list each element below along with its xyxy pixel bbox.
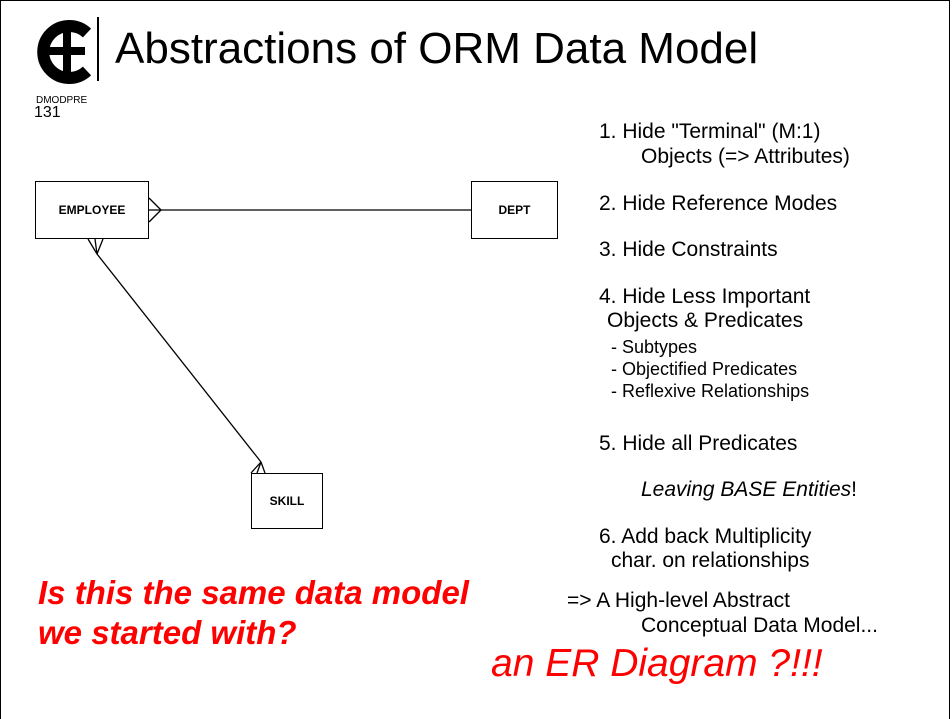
question-line-2: we started with?: [38, 614, 297, 651]
er-diagram-callout: an ER Diagram ?!!!: [491, 642, 823, 685]
crows-foot-employee-dept: [148, 197, 162, 223]
title-divider: [97, 17, 99, 81]
step-6-line-1: 6. Add back Multiplicity: [599, 525, 812, 548]
step-4-subitem: - Objectified Predicates: [611, 359, 798, 379]
crows-foot-skill-employee: [250, 461, 266, 474]
entity-dept-label: DEPT: [498, 203, 531, 217]
step-4-subitem: - Reflexive Relationships: [611, 381, 810, 401]
step-5: 5. Hide all Predicates: [599, 432, 798, 455]
step-3: 3. Hide Constraints: [599, 238, 778, 261]
step-1-line-1: 1. Hide "Terminal" (M:1): [599, 120, 821, 143]
relationship-employee-skill: [96, 253, 262, 463]
step-5-note: Leaving BASE Entities!: [641, 477, 857, 502]
crows-foot-employee-skill: [87, 238, 104, 255]
step-4-line-2: Objects & Predicates: [607, 309, 804, 332]
slide-title: Abstractions of ORM Data Model: [115, 24, 759, 73]
entity-dept: DEPT: [471, 181, 558, 239]
entity-employee-label: EMPLOYEE: [58, 203, 126, 217]
question-line-1: Is this the same data model: [38, 574, 469, 611]
step-2: 2. Hide Reference Modes: [599, 192, 838, 215]
conclusion-line-2: Conceptual Data Model...: [641, 614, 878, 637]
slide-code: DMODPRE: [36, 95, 88, 106]
ce-logo-icon: [37, 20, 92, 84]
step-6-line-2: char. on relationships: [611, 549, 810, 572]
question-callout: Is this the same data model we started w…: [38, 573, 469, 653]
step-1-line-2: Objects (=> Attributes): [641, 145, 850, 168]
conclusion-line-1: => A High-level Abstract: [567, 589, 790, 612]
step-4-line-1: 4. Hide Less Important: [599, 285, 811, 308]
entity-skill: SKILL: [251, 473, 323, 529]
step-4-subitem: - Subtypes: [611, 337, 698, 357]
entity-employee: EMPLOYEE: [35, 181, 149, 239]
entity-skill-label: SKILL: [269, 494, 305, 508]
step-5-note-text: Leaving BASE Entities: [641, 478, 852, 501]
step-5-note-suffix: !: [851, 478, 857, 501]
slide-number: 131: [34, 104, 61, 121]
